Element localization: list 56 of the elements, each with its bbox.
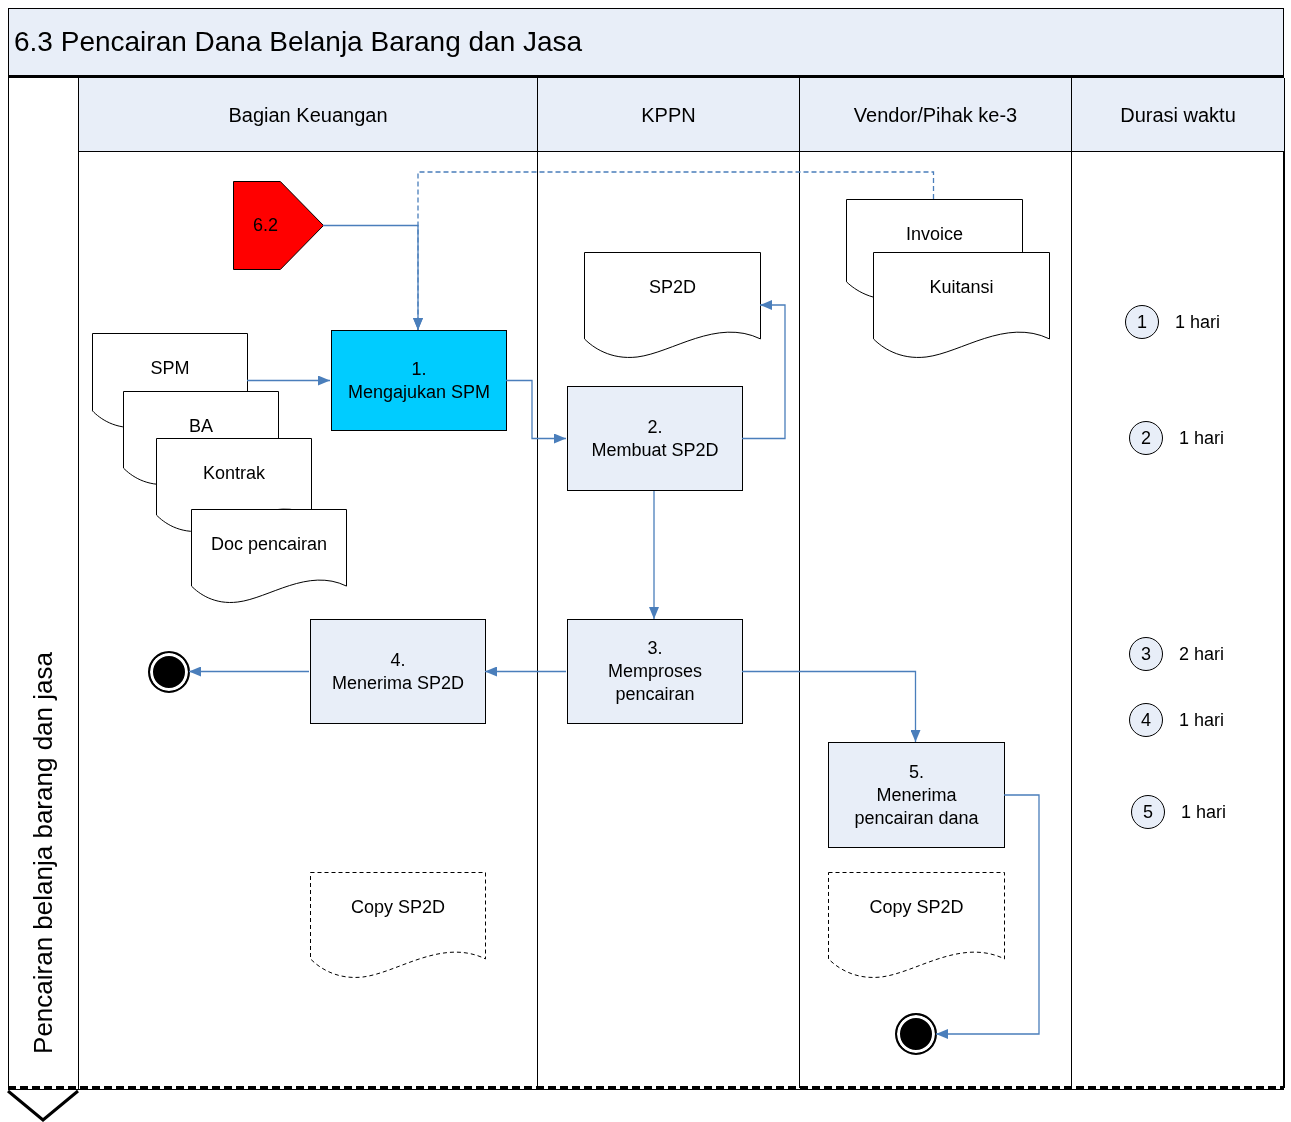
- diagram-title: 6.3 Pencairan Dana Belanja Barang dan Jasa: [8, 8, 1284, 78]
- swimlane-lane: [538, 78, 800, 1088]
- process-box: [331, 330, 507, 431]
- process-box: [310, 619, 486, 724]
- document-label: Copy SP2D: [869, 896, 964, 918]
- arrow: [741, 300, 786, 440]
- document-shape: [873, 252, 1050, 358]
- step-label: Memproses pencairan: [607, 660, 703, 706]
- step-number: 5.: [909, 760, 924, 784]
- document-shape: [310, 872, 486, 978]
- arrow: [741, 670, 921, 743]
- step-label: Membuat SP2D: [591, 438, 719, 462]
- swimlane-lane: [1072, 78, 1285, 1088]
- document-label: BA: [189, 415, 213, 437]
- document-label: Copy SP2D: [350, 896, 445, 918]
- document-label: Invoice: [905, 223, 963, 245]
- process-box: [567, 386, 743, 491]
- swimlane-lane: [79, 78, 538, 1088]
- step-number: 4.: [390, 648, 406, 672]
- arrow: [505, 379, 567, 444]
- lane-header: Durasi waktu: [1072, 78, 1284, 152]
- arrow: [246, 375, 331, 386]
- duration-label: 1 hari: [1175, 311, 1221, 333]
- document-label: Doc pencairan: [210, 533, 328, 555]
- duration-label: 1 hari: [1179, 709, 1225, 731]
- duration-label: 2 hari: [1179, 643, 1225, 665]
- duration-label: 1 hari: [1181, 801, 1227, 823]
- arrow: [935, 794, 1040, 1039]
- lane-header: KPPN: [538, 78, 799, 152]
- pool-label: Pencairan belanja barang dan jasa: [28, 652, 58, 1054]
- arrow: [188, 666, 310, 677]
- step-number: 3.: [647, 637, 663, 660]
- document-shape: [828, 872, 1005, 978]
- process-box: [828, 742, 1005, 848]
- document-shape: [191, 509, 347, 603]
- duration-label: 1 hari: [1179, 427, 1225, 449]
- process-box: [567, 619, 743, 724]
- arrow: [413, 171, 935, 331]
- step-number: 1.: [411, 357, 427, 381]
- step-number: 2.: [647, 415, 663, 439]
- swimlane-lane: [800, 78, 1072, 1088]
- document-shape: [584, 252, 761, 358]
- step-label: Menerima pencairan dana: [853, 783, 980, 830]
- lane-header: Vendor/Pihak ke-3: [800, 78, 1071, 152]
- lane-header: Bagian Keuangan: [79, 78, 537, 152]
- offpage-connector: [233, 181, 324, 270]
- document-label: Kontrak: [202, 462, 265, 484]
- document-label: SP2D: [649, 276, 696, 298]
- step-label: Mengajukan SPM: [347, 380, 491, 404]
- document-label: Kuitansi: [929, 276, 994, 298]
- swimlane-pool: [8, 78, 1284, 1090]
- connector-label: 6.2: [253, 214, 279, 237]
- arrow: [649, 490, 659, 620]
- document-label: SPM: [150, 357, 190, 379]
- arrow: [484, 666, 567, 677]
- step-label: Menerima SP2D: [331, 671, 464, 695]
